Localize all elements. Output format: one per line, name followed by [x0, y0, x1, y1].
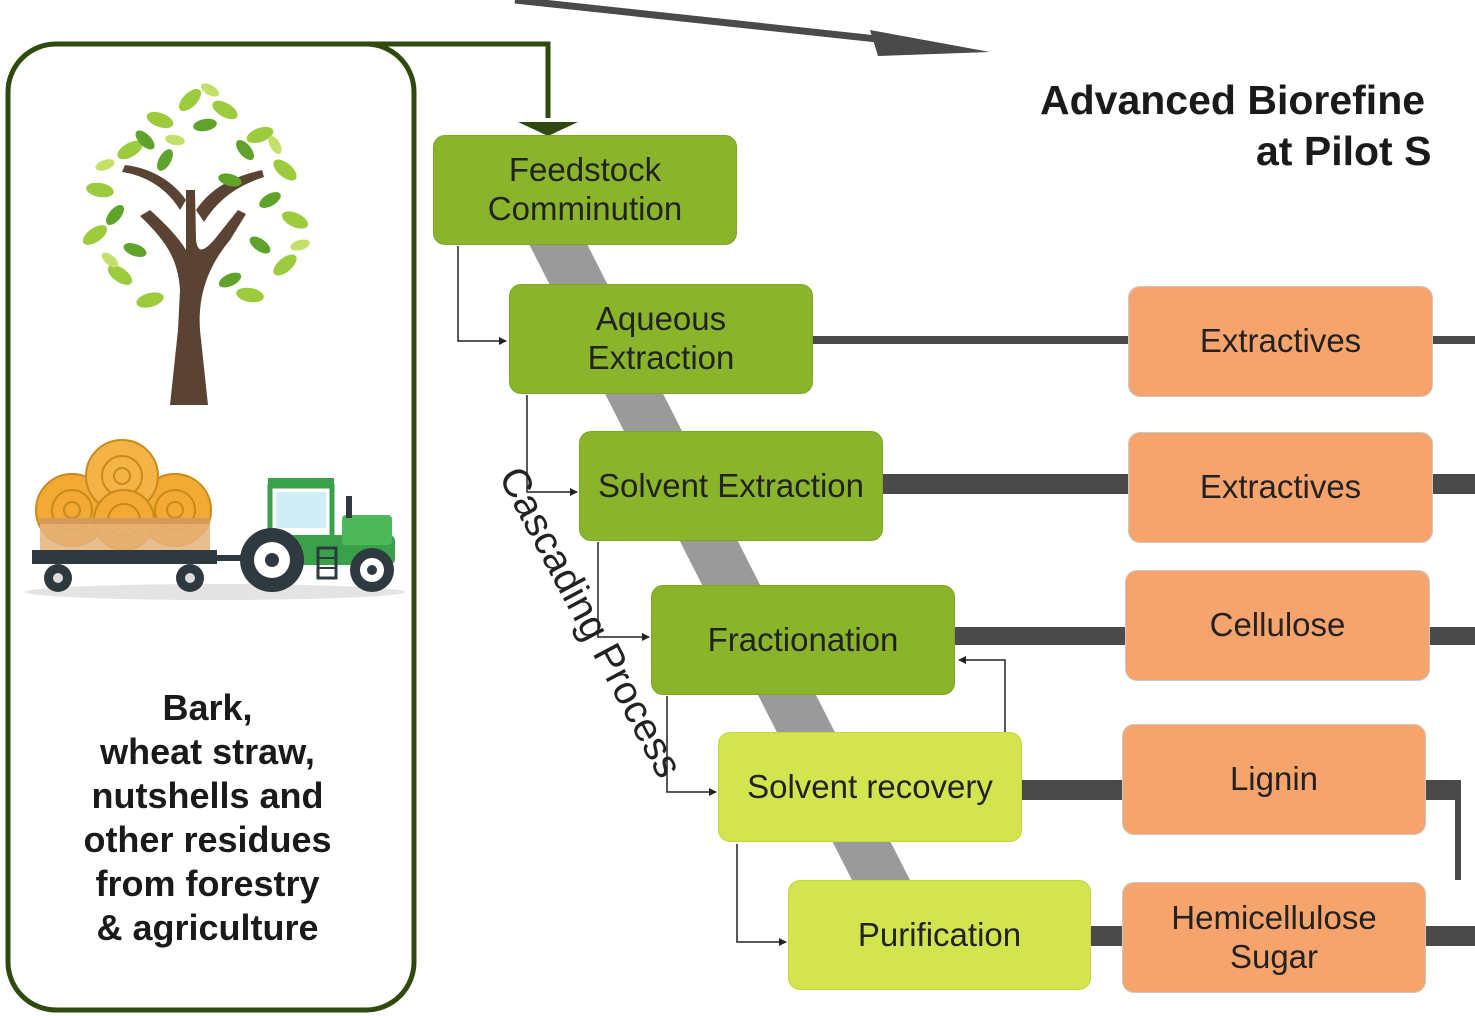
feedstock-line: nutshells and	[91, 774, 324, 816]
product-lignin: Lignin	[1122, 724, 1426, 835]
frame-to-feedstock-arrow	[330, 41, 578, 136]
step-feedstock-comminution: Feedstock Comminution	[433, 135, 737, 245]
cascade-connectors	[457, 246, 1006, 946]
feedstock-line: from forestry	[95, 862, 320, 904]
feedstock-line: Bark,	[162, 687, 253, 728]
diagram-title-line2: at Pilot S	[1256, 128, 1432, 174]
product-cellulose: Cellulose	[1125, 570, 1430, 681]
step-purification: Purification	[788, 880, 1091, 990]
top-arrow	[514, 0, 990, 56]
step-aqueous-extraction: Aqueous Extraction	[509, 284, 813, 394]
source-frame	[5, 41, 417, 1013]
feedstock-description: Bark, wheat straw, nutshells and other r…	[40, 686, 375, 949]
step-solvent-extraction: Solvent Extraction	[579, 431, 883, 541]
product-extractives-solvent: Extractives	[1128, 432, 1433, 543]
product-connectors	[812, 336, 1475, 946]
step-fractionation: Fractionation	[651, 585, 955, 695]
tree-icon	[82, 83, 310, 405]
hay-trailer-tractor-icon	[25, 439, 405, 600]
feedstock-line: wheat straw,	[100, 730, 315, 772]
diagram-title-line1: Advanced Biorefine	[1040, 77, 1426, 123]
product-extractives-aqueous: Extractives	[1128, 286, 1433, 397]
feedstock-line: & agriculture	[96, 906, 319, 948]
feedstock-line: other residues	[83, 818, 332, 860]
step-solvent-recovery: Solvent recovery	[718, 732, 1022, 842]
cascade-band	[527, 240, 915, 890]
product-hemicellulose-sugar: Hemicellulose Sugar	[1122, 882, 1426, 993]
